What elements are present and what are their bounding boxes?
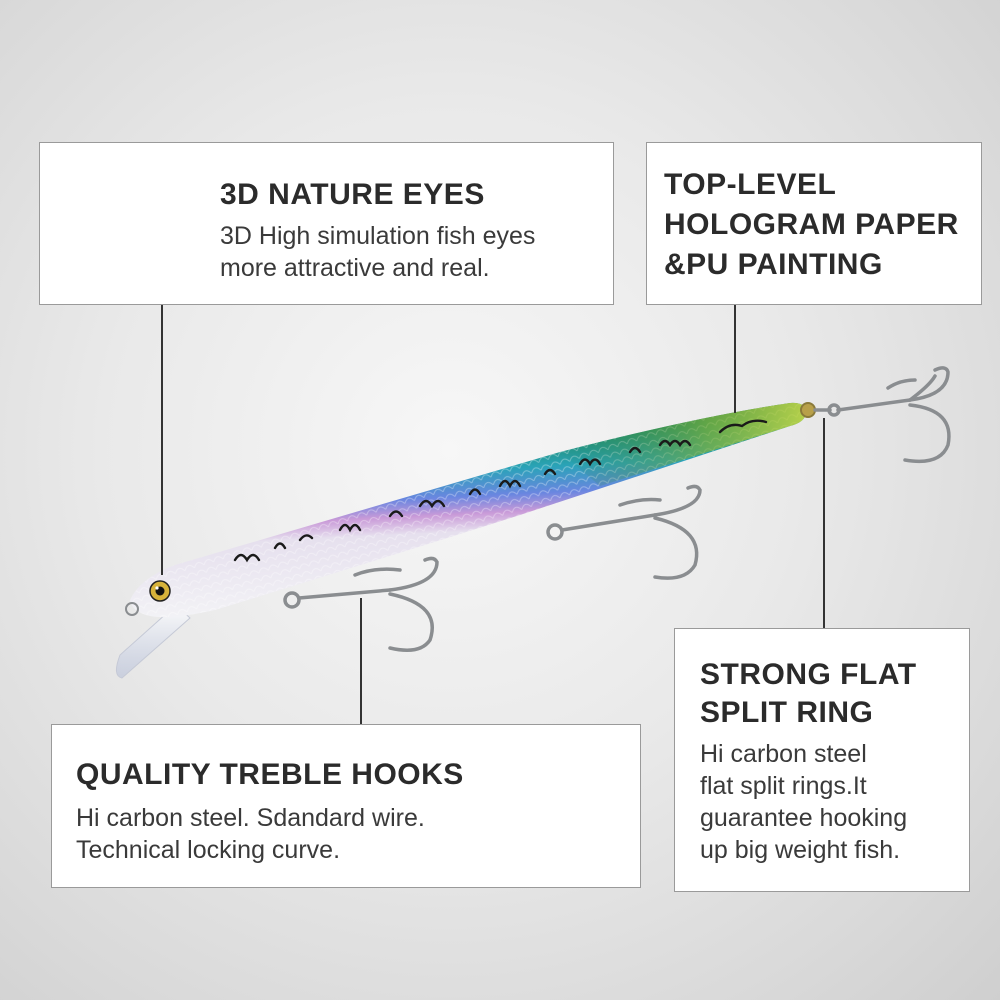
title-line: STRONG FLAT: [700, 658, 917, 691]
callout-title: 3D NATURE EYES: [220, 178, 485, 211]
desc-line: guarantee hooking: [700, 804, 908, 832]
desc-line: Technical locking curve.: [76, 836, 341, 864]
leader-line-eyes: [161, 305, 163, 575]
middle-treble-hook: [546, 484, 702, 580]
leader-line-hologram: [734, 305, 736, 413]
desc-line: 3D High simulation fish eyes: [220, 222, 536, 250]
callout-description: Hi carbon steel flat split rings.It guar…: [700, 738, 969, 866]
callout-title: TOP-LEVEL HOLOGRAM PAPER &PU PAINTING: [664, 165, 981, 285]
title-line: HOLOGRAM PAPER: [664, 208, 959, 241]
lure-back-markings: [233, 419, 768, 563]
desc-line: up big weight fish.: [700, 836, 901, 864]
desc-line: more attractive and real.: [220, 254, 490, 282]
desc-line: Hi carbon steel. Sdandard wire.: [76, 804, 425, 832]
title-line: SPLIT RING: [700, 696, 874, 729]
leader-line-split-ring: [823, 418, 825, 628]
callout-hologram-paper: TOP-LEVEL HOLOGRAM PAPER &PU PAINTING: [646, 142, 982, 305]
callout-split-ring: STRONG FLAT SPLIT RING Hi carbon steel f…: [674, 628, 970, 892]
lure-lip: [116, 604, 191, 679]
callout-description: 3D High simulation fish eyes more attrac…: [220, 220, 613, 284]
callout-title: QUALITY TREBLE HOOKS: [76, 758, 464, 791]
leader-line-hooks: [360, 598, 362, 724]
front-treble-hook: [283, 556, 439, 652]
title-line: &PU PAINTING: [664, 248, 883, 281]
callout-title: STRONG FLAT SPLIT RING: [700, 656, 969, 732]
callout-nature-eyes: 3D NATURE EYES 3D High simulation fish e…: [39, 142, 614, 305]
title-line: TOP-LEVEL: [664, 168, 837, 201]
tail-treble-hook: [800, 366, 951, 464]
callout-treble-hooks: QUALITY TREBLE HOOKS Hi carbon steel. Sd…: [51, 724, 641, 888]
desc-line: Hi carbon steel: [700, 740, 867, 768]
callout-description: Hi carbon steel. Sdandard wire. Technica…: [76, 802, 640, 866]
desc-line: flat split rings.It: [700, 772, 867, 800]
